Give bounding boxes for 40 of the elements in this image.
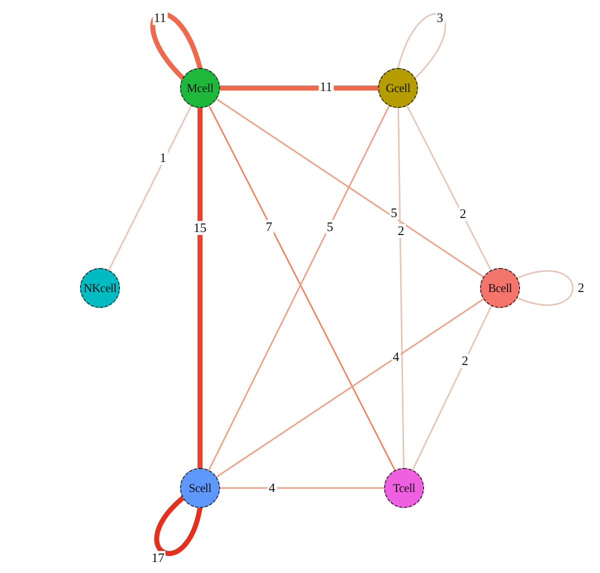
loop-edge — [397, 13, 446, 79]
edge-label: 2 — [576, 281, 586, 295]
edge-label: 17 — [150, 551, 166, 565]
edge-label: 2 — [460, 354, 470, 368]
edge-label: 5 — [390, 206, 398, 220]
node-circle — [384, 468, 424, 508]
ascending-edge-line — [412, 305, 492, 471]
node-circle — [480, 268, 520, 308]
horizontal-edge-line — [218, 86, 380, 90]
loop-edge — [150, 11, 202, 80]
horizontal-edge-line — [219, 487, 385, 489]
node-label: Mcell — [186, 81, 214, 95]
node-label: Scell — [188, 481, 212, 495]
node-label: Gcell — [386, 81, 410, 95]
edge-label: 3 — [436, 11, 444, 25]
ascending-edge-line — [216, 298, 484, 478]
ascending-edge-line — [108, 105, 192, 271]
node-circle — [80, 268, 120, 308]
edge-label: 15 — [192, 221, 208, 235]
edge-label: 2 — [458, 207, 468, 221]
loop-edge — [516, 270, 574, 306]
edge-label: 2 — [396, 224, 406, 238]
node-label: Tcell — [392, 481, 416, 495]
loop-edge — [154, 496, 202, 556]
node-circle — [180, 468, 220, 508]
vertical-edge-line — [398, 107, 404, 469]
descending-edge-line — [216, 98, 484, 278]
node-circle — [378, 68, 418, 108]
edge-label: 11 — [152, 11, 168, 25]
node-label: Bcell — [488, 281, 512, 295]
edge-label: 7 — [264, 220, 274, 234]
edge-label: 1 — [158, 151, 168, 165]
edge-label: 11 — [318, 80, 334, 94]
edge-label: 4 — [392, 350, 400, 364]
node-label: NKcell — [84, 281, 116, 295]
edge-label: 5 — [326, 220, 334, 234]
descending-edge-line — [406, 105, 492, 271]
vertical-edge-line — [198, 106, 202, 470]
edge-label: 4 — [268, 481, 276, 495]
node-circle — [180, 68, 220, 108]
